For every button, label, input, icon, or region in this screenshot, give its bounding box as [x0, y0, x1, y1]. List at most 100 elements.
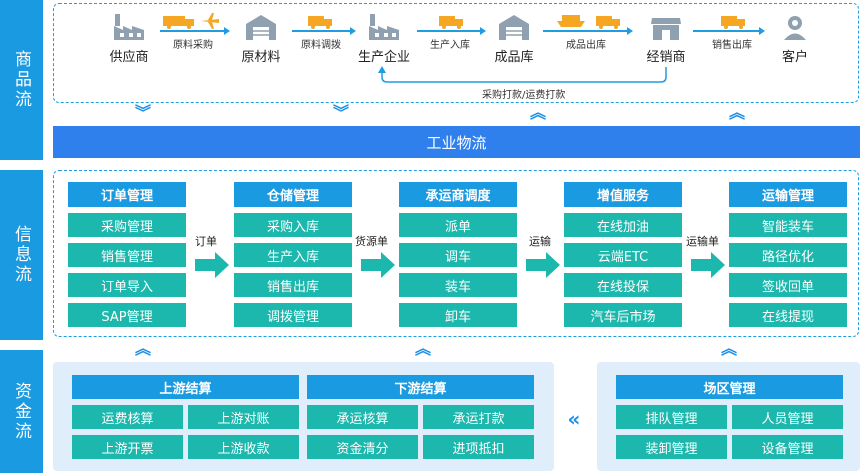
column-header: 增值服务	[564, 182, 682, 207]
node-label: 供应商	[109, 50, 149, 65]
flow-arrow	[543, 27, 633, 34]
column-transport-management: 运输管理 智能装车 路径优化 签收回单 在线提现	[729, 182, 847, 327]
menu-item[interactable]: 生产入库	[234, 243, 352, 267]
arrow-label: 运输单	[686, 235, 719, 248]
arrow-label: 运输	[529, 235, 551, 248]
chevron-up-icon: ︽	[414, 339, 431, 358]
flow-arrow	[417, 27, 486, 34]
menu-item[interactable]: 在线加油	[564, 213, 682, 237]
node-label: 原材料	[241, 50, 281, 65]
menu-item[interactable]: 调车	[399, 243, 517, 267]
ship-icon	[557, 15, 585, 27]
factory-icon	[369, 14, 399, 40]
node-distributor: 经销商	[626, 12, 706, 65]
upstream-item[interactable]: 上游收款	[188, 435, 299, 459]
yard-item[interactable]: 装卸管理	[616, 435, 727, 459]
chevron-left-icon: «	[567, 407, 581, 431]
downstream-item[interactable]: 承运打款	[423, 405, 534, 429]
info-flow-box	[53, 170, 859, 337]
menu-item[interactable]: 汽车后市场	[564, 303, 682, 327]
menu-item[interactable]: 云端ETC	[564, 243, 682, 267]
upstream-settlement-header: 上游结算	[72, 375, 299, 399]
menu-item[interactable]: 调拨管理	[234, 303, 352, 327]
yard-item[interactable]: 排队管理	[616, 405, 727, 429]
flow-arrow	[160, 27, 230, 34]
truck-icon	[721, 16, 745, 29]
node-manufacturer: 生产企业	[344, 12, 424, 65]
person-icon	[784, 16, 806, 40]
node-finished-goods: 成品库	[474, 12, 554, 65]
menu-item[interactable]: 销售管理	[68, 243, 186, 267]
node-label: 客户	[781, 50, 808, 65]
menu-item[interactable]: 采购入库	[234, 213, 352, 237]
flow-label: 生产入库	[430, 40, 470, 51]
chevron-down-icon: ︾	[134, 103, 151, 122]
column-header: 运输管理	[729, 182, 847, 207]
menu-item[interactable]: 卸车	[399, 303, 517, 327]
column-header: 承运商调度	[399, 182, 517, 207]
menu-item[interactable]: 销售出库	[234, 273, 352, 297]
right-arrow-icon	[526, 252, 560, 278]
truck-icon	[439, 16, 463, 29]
flow-label: 原料采购	[173, 40, 213, 51]
industrial-logistics-banner: 工业物流	[53, 126, 860, 158]
node-label: 成品库	[494, 50, 534, 65]
node-customer: 客户	[755, 12, 835, 65]
truck-icon	[163, 16, 194, 29]
flow-arrow	[693, 27, 765, 34]
side-label-info: 信息流	[0, 170, 43, 340]
column-header: 仓储管理	[234, 182, 352, 207]
upstream-item[interactable]: 上游开票	[72, 435, 183, 459]
flow-arrow	[292, 27, 356, 34]
downstream-settlement-header: 下游结算	[307, 375, 534, 399]
plane-icon	[201, 13, 219, 29]
upstream-item[interactable]: 运费核算	[72, 405, 183, 429]
side-label-fund: 资金流	[0, 350, 43, 473]
commodity-flow-box	[53, 3, 859, 103]
menu-item[interactable]: 在线提现	[729, 303, 847, 327]
menu-item[interactable]: 在线投保	[564, 273, 682, 297]
chevron-up-icon: ︽	[529, 103, 546, 122]
right-arrow-icon	[361, 252, 395, 278]
menu-item[interactable]: 签收回单	[729, 273, 847, 297]
node-label: 经销商	[646, 50, 686, 65]
right-arrow-icon	[691, 252, 725, 278]
truck-icon	[308, 16, 332, 29]
store-icon	[651, 18, 681, 40]
side-label-commodity: 商品流	[0, 0, 43, 160]
downstream-item[interactable]: 资金清分	[307, 435, 418, 459]
menu-item[interactable]: SAP管理	[68, 303, 186, 327]
chevron-up-icon: ︽	[728, 103, 745, 122]
menu-item[interactable]: 派单	[399, 213, 517, 237]
column-value-added-services: 增值服务 在线加油 云端ETC 在线投保 汽车后市场	[564, 182, 682, 327]
return-flow-label: 采购打款/运费打款	[482, 90, 566, 101]
menu-item[interactable]: 订单导入	[68, 273, 186, 297]
yard-item[interactable]: 人员管理	[732, 405, 843, 429]
arrow-label: 货源单	[355, 235, 388, 248]
return-flow-arrow	[378, 66, 667, 83]
warehouse-icon	[246, 15, 276, 40]
column-carrier-dispatch: 承运商调度 派单 调车 装车 卸车	[399, 182, 517, 327]
downstream-item[interactable]: 承运核算	[307, 405, 418, 429]
flow-label: 原料调拨	[301, 40, 341, 51]
node-raw-material: 原材料	[221, 12, 301, 65]
downstream-item[interactable]: 进项抵扣	[423, 435, 534, 459]
node-label: 生产企业	[357, 50, 410, 65]
chevron-down-icon: ︾	[332, 103, 349, 122]
column-warehouse-management: 仓储管理 采购入库 生产入库 销售出库 调拨管理	[234, 182, 352, 327]
truck-icon	[596, 16, 620, 29]
factory-icon	[114, 14, 144, 40]
right-arrow-icon	[195, 252, 229, 278]
yard-item[interactable]: 设备管理	[732, 435, 843, 459]
flow-label: 成品出库	[566, 40, 606, 51]
chevron-up-icon: ︽	[134, 339, 151, 358]
menu-item[interactable]: 装车	[399, 273, 517, 297]
node-supplier: 供应商	[89, 12, 169, 65]
menu-item[interactable]: 智能装车	[729, 213, 847, 237]
menu-item[interactable]: 路径优化	[729, 243, 847, 267]
yard-management-header: 场区管理	[616, 375, 843, 399]
upstream-item[interactable]: 上游对账	[188, 405, 299, 429]
menu-item[interactable]: 采购管理	[68, 213, 186, 237]
column-order-management: 订单管理 采购管理 销售管理 订单导入 SAP管理	[68, 182, 186, 327]
column-header: 订单管理	[68, 182, 186, 207]
